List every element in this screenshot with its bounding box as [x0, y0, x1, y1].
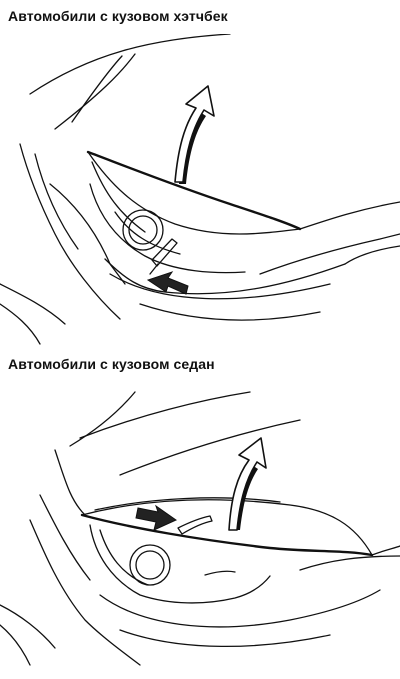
lift-arrow-icon: [174, 85, 215, 184]
hatchback-hood-illustration: [0, 34, 400, 345]
push-arrow-icon: [146, 271, 189, 295]
latch-lever: [177, 515, 213, 535]
latch-lever: [151, 238, 178, 267]
push-arrow-icon: [135, 504, 178, 531]
sedan-hood-illustration: [0, 391, 400, 666]
caption-hatchback: Автомобили с кузовом хэтчбек: [8, 8, 228, 24]
caption-sedan: Автомобили с кузовом седан: [8, 356, 215, 372]
lift-arrow-icon: [228, 437, 267, 531]
